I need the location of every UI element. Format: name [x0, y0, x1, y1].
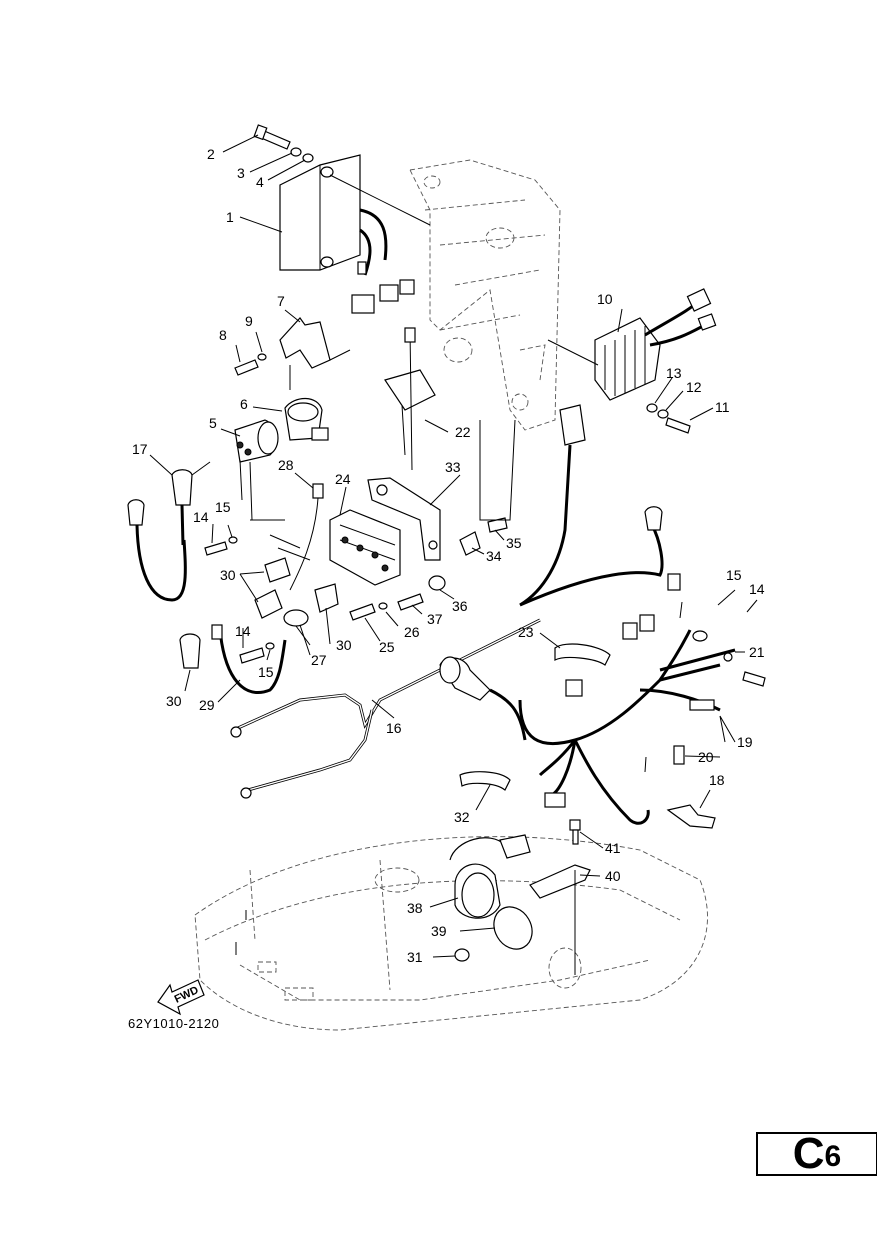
callout-5: 5 [209, 415, 217, 431]
terminal-caps-30 [179, 557, 339, 669]
fuse-terminal-block [329, 509, 401, 586]
rectifier-regulator [547, 288, 717, 401]
callout-12: 12 [686, 379, 702, 395]
callout-16: 16 [386, 720, 402, 736]
callout-2: 2 [207, 146, 215, 162]
fuse-20 [673, 745, 685, 765]
leader-lines [149, 134, 758, 958]
bolts-washers-25-26-36-37 [349, 575, 446, 621]
page-section-letter: C [792, 1129, 825, 1178]
bolt-washers-11-12-13 [646, 403, 691, 434]
callout-17: 17 [132, 441, 148, 457]
callout-15-lower: 15 [258, 664, 274, 680]
callout-1: 1 [226, 209, 234, 225]
bolt-washers-2-3-4 [253, 124, 314, 163]
callout-41: 41 [605, 840, 621, 856]
callout-24: 24 [335, 471, 351, 487]
battery-cables-16 [230, 618, 541, 799]
wire-clamp [384, 327, 436, 471]
callout-25: 25 [379, 639, 395, 655]
terminal-bracket [367, 477, 441, 561]
seal-39 [493, 906, 533, 950]
callout-21: 21 [749, 644, 765, 660]
callout-8: 8 [219, 327, 227, 343]
callout-19: 19 [737, 734, 753, 750]
callout-14-right: 14 [749, 581, 765, 597]
callout-15-left: 15 [215, 499, 231, 515]
bottom-cowling [194, 836, 708, 1031]
callout-32: 32 [454, 809, 470, 825]
grommet-38 [449, 834, 531, 919]
bolt-41 [569, 819, 581, 845]
callout-23: 23 [518, 624, 534, 640]
callout-20: 20 [698, 749, 714, 765]
terminal-28 [289, 483, 324, 591]
callout-3: 3 [237, 165, 245, 181]
callout-40: 40 [605, 868, 621, 884]
harness-main-cable [519, 404, 681, 607]
callout-36: 36 [452, 598, 468, 614]
callout-28: 28 [278, 457, 294, 473]
plate-40 [529, 864, 591, 975]
forward-direction-arrow: FWD [157, 979, 205, 1016]
relay-bracket [284, 397, 329, 441]
callout-31: 31 [407, 949, 423, 965]
wire-clip-27 [283, 609, 311, 646]
callout-27: 27 [311, 652, 327, 668]
wire-strap-32 [459, 771, 511, 791]
callout-30-mid: 30 [336, 637, 352, 653]
page-number-box: C 6 [756, 1132, 877, 1176]
callout-22: 22 [455, 424, 471, 440]
callout-15-right: 15 [726, 567, 742, 583]
bolt-washer-8-9 [234, 353, 267, 376]
spark-plug-cap-17 [171, 461, 211, 546]
bolts-14-15-left [204, 519, 311, 664]
wire-strap-23 [554, 643, 611, 666]
main-harness-connector [439, 656, 583, 741]
callout-labels: 1 2 3 4 5 6 7 8 9 10 11 12 13 14 14 14 1… [132, 146, 765, 965]
callout-30-lower: 30 [166, 693, 182, 709]
callout-6: 6 [240, 396, 248, 412]
clamp-31 [454, 948, 470, 962]
callout-9: 9 [245, 313, 253, 329]
callout-14-lower: 14 [235, 623, 251, 639]
callout-37: 37 [427, 611, 443, 627]
cdi-bracket [279, 317, 351, 390]
callout-11: 11 [715, 399, 730, 415]
mounting-bracket [409, 159, 561, 431]
callout-29: 29 [199, 697, 215, 713]
callout-18: 18 [709, 772, 725, 788]
diagram-reference-code: 62Y1010-2120 [128, 1016, 220, 1031]
callout-39: 39 [431, 923, 447, 939]
cdi-unit [279, 154, 431, 314]
callout-10: 10 [597, 291, 613, 307]
callout-14-left: 14 [193, 509, 209, 525]
callout-30-upper: 30 [220, 567, 236, 583]
callout-26: 26 [404, 624, 420, 640]
callout-35: 35 [506, 535, 522, 551]
high-tension-cord [127, 499, 187, 602]
battery-lead-29 [211, 624, 287, 694]
callout-7: 7 [277, 293, 285, 309]
callout-38: 38 [407, 900, 423, 916]
callout-33: 33 [445, 459, 461, 475]
harness-bracket-18 [666, 804, 716, 829]
callout-13: 13 [666, 365, 682, 381]
page-section-number: 6 [824, 1140, 842, 1173]
starter-relay [234, 419, 279, 521]
wiring-harness-19 [518, 601, 766, 825]
callout-4: 4 [256, 174, 264, 190]
callout-34: 34 [486, 548, 502, 564]
